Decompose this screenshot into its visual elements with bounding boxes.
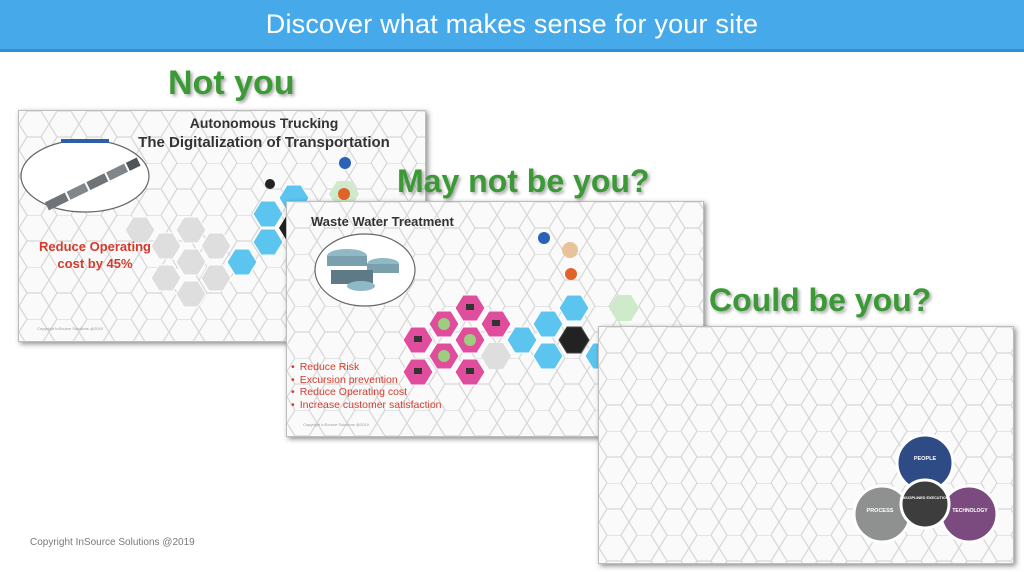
orange-icon <box>338 188 350 200</box>
technology-label: TECHNOLOGY <box>952 508 988 514</box>
slide1-title-line2: The Digitalization of Transportation <box>138 134 390 151</box>
engineering-icon <box>339 157 351 169</box>
center-label: DISCIPLINED EXECUTION <box>901 496 949 500</box>
hex-engine <box>200 264 232 292</box>
hex-cloud <box>532 310 564 338</box>
slide-title: Discover what makes sense for your site <box>265 9 759 39</box>
performance-icon <box>565 268 577 280</box>
hex-bigdata <box>558 294 590 322</box>
caption-could-be-you: Could be you? <box>709 282 932 318</box>
hex-remote-sensors <box>481 343 511 369</box>
hex-breaking <box>175 280 207 308</box>
hex-security <box>532 342 564 370</box>
s2-copyright: Copyright InSource Solutions @2019 <box>303 422 370 427</box>
hex-ar <box>252 200 284 228</box>
s1-copyright: Copyright InSource Solutions @2019 <box>37 326 104 331</box>
hex-iiot <box>226 248 258 276</box>
hex-robots <box>175 248 207 276</box>
title-bar: Discover what makes sense for your site <box>0 0 1024 52</box>
hex-cm <box>609 295 639 321</box>
automation-icon <box>538 232 550 244</box>
hex-security <box>252 228 284 256</box>
tuning-icon <box>562 242 578 258</box>
treatment-plant-icon <box>327 249 399 291</box>
hex-collision <box>175 216 207 244</box>
list-item: Increase customer satisfaction <box>291 399 442 412</box>
slide2-title: Waste Water Treatment <box>311 214 454 229</box>
process-label: PROCESS <box>867 508 894 514</box>
hex-platooning <box>124 216 156 244</box>
slide-could-be-you: PEOPLE PROCESS TECHNOLOGY DISCIPLINED EX… <box>598 326 1014 564</box>
hex-background: PEOPLE PROCESS TECHNOLOGY DISCIPLINED EX… <box>599 327 1013 563</box>
benefit-list: Reduce Risk Excursion prevention Reduce … <box>291 361 442 411</box>
head-icon <box>265 179 275 189</box>
list-item: Reduce Risk <box>291 361 442 374</box>
slide1-title: Autonomous Trucking The Digitalization o… <box>129 114 399 152</box>
footer-copyright: Copyright InSource Solutions @2019 <box>30 537 195 548</box>
disciplined-execution-circle <box>899 478 951 530</box>
red-line2: cost by 45% <box>57 256 133 271</box>
hex-iiot <box>506 326 538 354</box>
hex-background: Copyright InSource Solutions @2019 <box>19 111 425 341</box>
caption-not-you: Not you <box>168 64 295 102</box>
slide1-red-note: Reduce Operating cost by 45% <box>25 238 165 272</box>
hex-sensors <box>200 232 232 260</box>
hex-steering <box>150 264 182 292</box>
list-item: Excursion prevention <box>291 374 442 387</box>
slide1-title-line1: Autonomous Trucking <box>189 115 339 131</box>
hex-radar <box>150 232 182 260</box>
technology-circle <box>939 484 999 544</box>
list-item: Reduce Operating cost <box>291 386 442 399</box>
truck-banner <box>61 139 109 143</box>
truck-platoon-icon <box>44 157 141 211</box>
people-label: PEOPLE <box>914 456 937 462</box>
red-line1: Reduce Operating <box>39 239 151 254</box>
caption-may-not-be-you: May not be you? <box>397 163 650 199</box>
hex-dark <box>558 326 590 354</box>
